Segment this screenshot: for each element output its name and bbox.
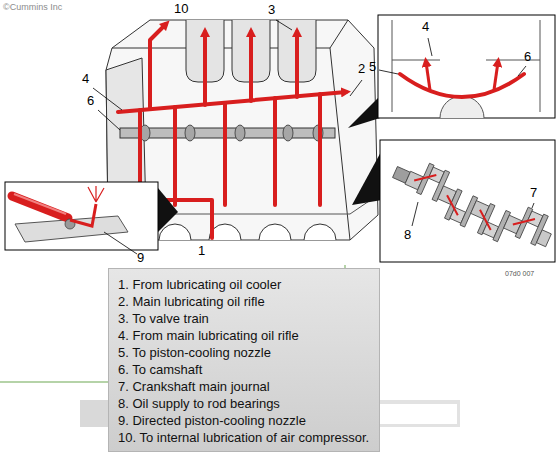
key-entry: 10. To internal lubrication of air compr… [118,429,369,446]
key-panel: 1. From lubricating oil cooler2. Main lu… [108,268,380,452]
tube-highlight [14,194,66,214]
key-entry: 3. To valve train [118,310,209,327]
key-entry: 9. Directed piston-cooling nozzle [118,412,306,429]
bearing-bore [440,96,484,118]
leader-line [350,80,362,96]
leader-line [104,232,137,254]
callout-number: 4 [422,20,429,35]
key-entry: 2. Main lubricating oil rifle [118,293,265,310]
key-entry: 8. Oil supply to rod bearings [118,395,280,412]
callout-number: 6 [524,50,531,65]
inset-frame [380,140,555,262]
key-entry: 1. From lubricating oil cooler [118,276,281,293]
leader-line [518,66,526,76]
leader-line [532,203,534,208]
callout-number: 3 [268,3,275,18]
camshaft [120,128,335,138]
oil-drop [173,107,177,205]
callout-number: 6 [87,94,94,109]
callout-number: 5 [369,60,376,75]
cam-lobe [185,125,195,141]
inset-frame [378,15,555,118]
oil-drop [273,98,277,205]
callout-number: 4 [82,72,89,87]
pointer-wedge [348,96,380,128]
bore-wall [540,20,541,112]
bearing-saddle [259,224,291,240]
white-box [370,404,457,424]
compressor-feed [150,24,166,109]
cooling-passage [426,62,430,90]
key-entry: 6. To camshaft [118,361,202,378]
cam-lobe [283,125,293,141]
oil-drop [223,103,227,205]
bearing-saddle [159,224,191,240]
callout-number: 8 [404,228,411,243]
oil-spray [88,186,104,202]
key-entry: 4. From main lubricating oil rifle [118,327,299,344]
leader-line [98,110,120,130]
block-edge [330,48,350,240]
nozzle [70,204,96,226]
valve-feed [203,32,207,105]
leader-line [428,38,432,56]
leader-lines [93,20,534,254]
cam-lobe [235,125,245,141]
callout-number: 1 [198,244,205,259]
pointer-wedge [352,150,382,205]
leader-line [276,20,292,30]
bearing-saddle [304,224,336,240]
leader-line [93,88,122,110]
oil-rifle [118,92,346,112]
crankshaft [386,152,557,261]
nozzle-tube [12,196,68,218]
watermark: ©Cummins Inc [3,2,62,12]
main-journal [536,230,551,247]
callout-number: 7 [530,186,537,201]
leader-line [379,70,398,74]
callout-number: 2 [358,62,365,77]
figure-code: 07d0 007 [505,270,534,278]
callout-number: 9 [137,251,144,266]
inset-frame [5,182,158,250]
deck-line [392,60,540,61]
cooling-passage [494,62,498,90]
bore-wall [392,20,393,112]
key-entry: 5. To piston-cooling nozzle [118,344,271,361]
pointer-wedge [158,188,178,232]
callout-number: 10 [174,2,188,17]
leader-line [412,202,418,226]
key-entry: 7. Crankshaft main journal [118,378,270,395]
oil-drop [318,94,322,205]
oil-drilling [408,168,534,245]
cooling-gallery [400,74,524,97]
valve-feed [249,32,253,101]
valve-feed [295,32,299,97]
